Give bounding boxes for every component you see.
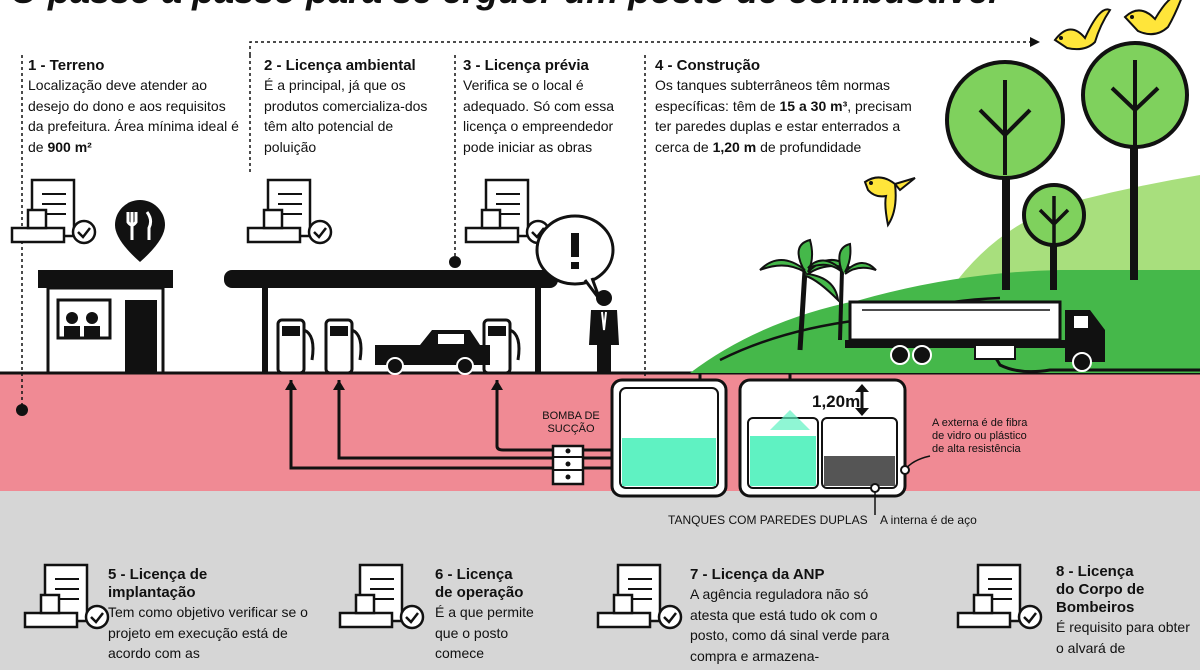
step-1-text-bold: 900 m²	[47, 138, 92, 155]
suction-pump	[551, 444, 585, 486]
step-2: 2 - Licença ambiental É a principal, já …	[264, 57, 444, 157]
bird-icon	[1123, 0, 1182, 36]
step-4-text-bold2: 1,20 m	[712, 138, 757, 155]
suction-pump-label: BOMBA DE SUCÇÃO	[542, 410, 600, 435]
depth-marker	[855, 384, 869, 416]
step-4: 4 - Construção Os tanques subterrâneos t…	[655, 57, 930, 157]
step-2-text: É a principal, já que os produtos comerc…	[264, 77, 428, 155]
step-5-text: Tem como objetivo verificar se o projeto…	[108, 604, 308, 661]
step-4-text-bold1: 15 a 30 m³	[779, 97, 848, 114]
bird-icon	[1053, 8, 1112, 51]
step-8-title-3: Bombeiros	[1056, 599, 1135, 616]
step-5: 5 - Licença de implantação Tem como obje…	[108, 566, 308, 664]
step-3-title: 3 - Licença prévia	[463, 57, 589, 74]
fuel-pump-icon	[276, 318, 315, 375]
step-4-text: Os tanques subterrâneos têm normas espec…	[655, 75, 930, 157]
fuel-pump-icon	[482, 318, 521, 375]
step-4-text-b: , precisam ter paredes duplas e estar en…	[655, 97, 912, 155]
palm-tree-icon	[759, 238, 851, 351]
tanks-label: TANQUES COM PAREDES DUPLAS	[668, 513, 868, 527]
step-1: 1 - Terreno Localização deve atender ao …	[28, 57, 243, 157]
convenience-store	[38, 270, 173, 375]
document-stamp-icon	[23, 563, 110, 630]
step-1-text: Localização deve atender ao desejo do do…	[28, 75, 243, 157]
step-7-title: 7 - Licença da ANP	[690, 566, 825, 583]
step-4-text-a: Os tanques subterrâneos têm normas espec…	[655, 77, 891, 114]
step-7-text: A agência reguladora não só atesta que e…	[690, 586, 890, 664]
fuel-pump-icon	[324, 318, 363, 375]
step-8-title-1: 8 - Licença	[1056, 563, 1134, 580]
exclamation-bubble-icon	[535, 214, 615, 301]
step-6-text: É a que permite que o posto comece	[435, 604, 534, 661]
inner-wall-label: A interna é de aço	[880, 513, 977, 527]
marker-dot	[449, 256, 461, 268]
document-stamp-icon	[246, 178, 333, 245]
step-6-title-1: 6 - Licença	[435, 566, 513, 583]
person-icon	[589, 290, 619, 372]
step-6: 6 - Licença de operação É a que permite …	[435, 566, 545, 664]
fuel-canopy	[224, 270, 558, 373]
step-1-title: 1 - Terreno	[28, 57, 105, 74]
step-1-text-main: Localização deve atender ao desejo do do…	[28, 77, 239, 155]
step-3-text: Verifica se o local é adequado. Só com e…	[463, 77, 614, 155]
document-stamp-icon	[464, 178, 551, 245]
step-8-title-2: do Corpo de	[1056, 581, 1145, 598]
palm-tree-icon	[807, 242, 877, 341]
step-7: 7 - Licença da ANP A agência reguladora …	[690, 566, 895, 666]
bird-icon	[863, 176, 916, 228]
tree-icon	[1022, 183, 1086, 290]
step-3: 3 - Licença prévia Verifica se o local é…	[463, 57, 638, 157]
step-5-title-2: implantação	[108, 584, 196, 601]
step-5-title-1: 5 - Licença de	[108, 566, 208, 583]
step-2-title: 2 - Licença ambiental	[264, 57, 416, 74]
road-band	[0, 373, 1200, 491]
tree-icon	[1081, 41, 1189, 280]
step-6-title-2: de operação	[435, 584, 524, 601]
step-4-text-c: de profundidade	[756, 138, 862, 155]
document-stamp-icon	[956, 563, 1043, 630]
marker-dot	[16, 404, 28, 416]
pickup-truck-icon	[375, 330, 490, 375]
document-stamp-icon	[338, 563, 425, 630]
tanker-truck-icon	[845, 300, 1200, 374]
outer-wall-label: A externa é de fibra de vidro ou plástic…	[932, 417, 1028, 455]
step-8: 8 - Licença do Corpo de Bombeiros É requ…	[1056, 563, 1196, 658]
depth-label: 1,20m	[812, 392, 861, 411]
tree-icon	[945, 60, 1065, 290]
document-stamp-icon	[10, 178, 97, 245]
restaurant-pin-icon	[115, 200, 165, 262]
page-title: O passo a passo para se erguer um posto …	[10, 0, 998, 12]
step-8-text: É requisito para obter o alvará de	[1056, 619, 1190, 656]
step-4-title: 4 - Construção	[655, 57, 761, 74]
document-stamp-icon	[596, 563, 683, 630]
tank-left	[610, 378, 728, 498]
flow-arrow	[249, 41, 1030, 55]
